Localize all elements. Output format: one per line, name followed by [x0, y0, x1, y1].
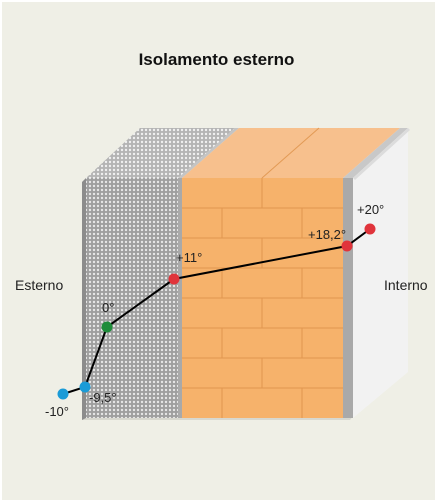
insulation-layer [86, 178, 178, 418]
brick-top-joint [261, 127, 320, 179]
inside-label: Interno [384, 277, 428, 293]
temp-label-plus20: +20° [357, 202, 384, 217]
temp-point-0 [101, 321, 113, 333]
glue-layer [178, 178, 182, 418]
temp-point-plus11 [168, 273, 180, 285]
inner-face [353, 128, 408, 418]
insulation-side [82, 178, 86, 420]
temp-point-minus10 [57, 388, 69, 400]
brick-joints [182, 178, 343, 418]
temp-point-plus20 [364, 223, 376, 235]
inner-face-edge [353, 128, 410, 180]
temp-label-plus18-2: +18,2° [308, 227, 346, 242]
temp-label-minus10: -10° [45, 404, 69, 419]
diagram-title: Isolamento esterno [138, 50, 295, 69]
glue-top [178, 128, 239, 178]
temp-label-0: 0° [102, 300, 114, 315]
temp-label-plus11: +11° [176, 250, 202, 265]
inner-plaster [343, 178, 353, 418]
temp-label-minus9-5: -9,5° [89, 390, 117, 405]
temp-point-plus18-2 [341, 240, 353, 252]
outside-label: Esterno [15, 277, 64, 293]
inner-plaster-top [343, 128, 408, 178]
temp-point-minus9-5 [79, 381, 91, 393]
insulation-top [86, 128, 235, 178]
